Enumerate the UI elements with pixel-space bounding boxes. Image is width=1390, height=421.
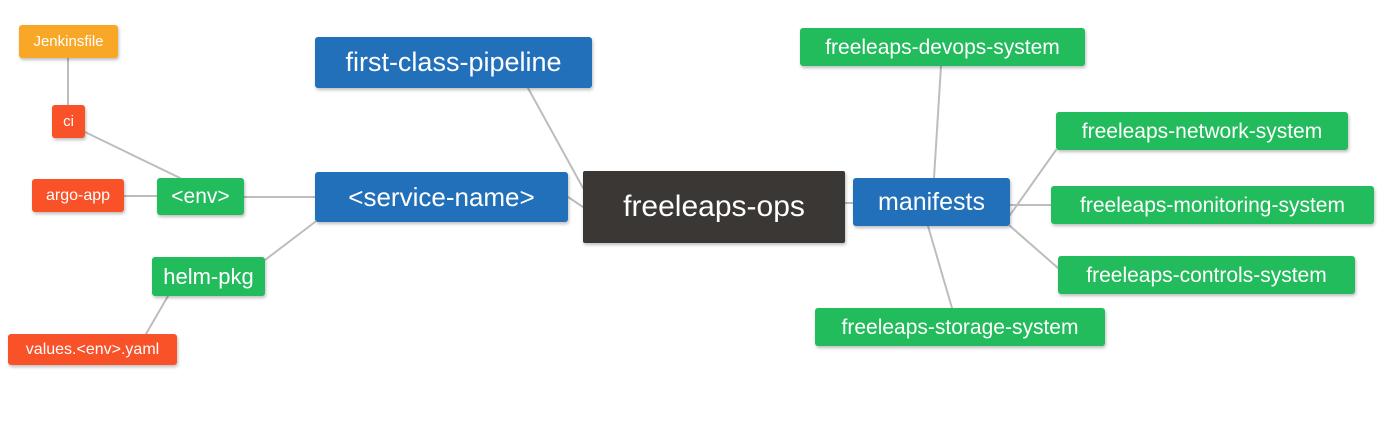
node-argo-app[interactable]: argo-app bbox=[32, 179, 124, 212]
edge-env-to-ci bbox=[84, 131, 181, 179]
node-ci[interactable]: ci bbox=[52, 105, 85, 138]
node-label: argo-app bbox=[45, 186, 111, 204]
node-env[interactable]: <env> bbox=[157, 178, 244, 215]
node-label: ci bbox=[63, 113, 74, 130]
node-freeleaps-controls-system[interactable]: freeleaps-controls-system bbox=[1058, 256, 1355, 294]
node-label: helm-pkg bbox=[163, 263, 254, 289]
node-label: manifests bbox=[878, 187, 985, 216]
edge-manifests-to-network_system bbox=[1009, 149, 1057, 216]
edge-service_name-to-helm_pkg bbox=[264, 221, 316, 261]
node-freeleaps-ops[interactable]: freeleaps-ops bbox=[583, 171, 845, 243]
node-label: first-class-pipeline bbox=[345, 47, 562, 77]
edge-helm_pkg-to-values_yaml bbox=[145, 295, 169, 335]
node-label: freeleaps-controls-system bbox=[1086, 263, 1327, 287]
node-freeleaps-network-system[interactable]: freeleaps-network-system bbox=[1056, 112, 1348, 150]
edge-manifests-to-storage_system bbox=[927, 225, 953, 309]
node-values-env-yaml[interactable]: values.<env>.yaml bbox=[8, 334, 177, 365]
node-label: <service-name> bbox=[348, 182, 535, 212]
node-freeleaps-devops-system[interactable]: freeleaps-devops-system bbox=[800, 28, 1085, 66]
node-freeleaps-storage-system[interactable]: freeleaps-storage-system bbox=[815, 308, 1105, 346]
node-label: freeleaps-ops bbox=[623, 190, 805, 223]
edge-manifests-to-devops_system bbox=[933, 65, 942, 179]
node-label: freeleaps-devops-system bbox=[825, 35, 1060, 59]
node-service-name[interactable]: <service-name> bbox=[315, 172, 568, 222]
edge-root-to-service_name bbox=[567, 196, 584, 208]
node-label: freeleaps-monitoring-system bbox=[1080, 193, 1345, 217]
edge-manifests-to-controls_system bbox=[1009, 225, 1059, 269]
node-freeleaps-monitoring-system[interactable]: freeleaps-monitoring-system bbox=[1051, 186, 1374, 224]
node-manifests[interactable]: manifests bbox=[853, 178, 1010, 226]
node-first-class-pipeline[interactable]: first-class-pipeline bbox=[315, 37, 592, 88]
node-label: values.<env>.yaml bbox=[25, 340, 160, 358]
node-label: freeleaps-storage-system bbox=[841, 315, 1079, 339]
node-label: Jenkinsfile bbox=[33, 33, 104, 50]
node-jenkinsfile[interactable]: Jenkinsfile bbox=[19, 25, 118, 58]
node-helm-pkg[interactable]: helm-pkg bbox=[152, 257, 265, 296]
node-label: <env> bbox=[171, 185, 230, 208]
node-label: freeleaps-network-system bbox=[1081, 119, 1323, 143]
